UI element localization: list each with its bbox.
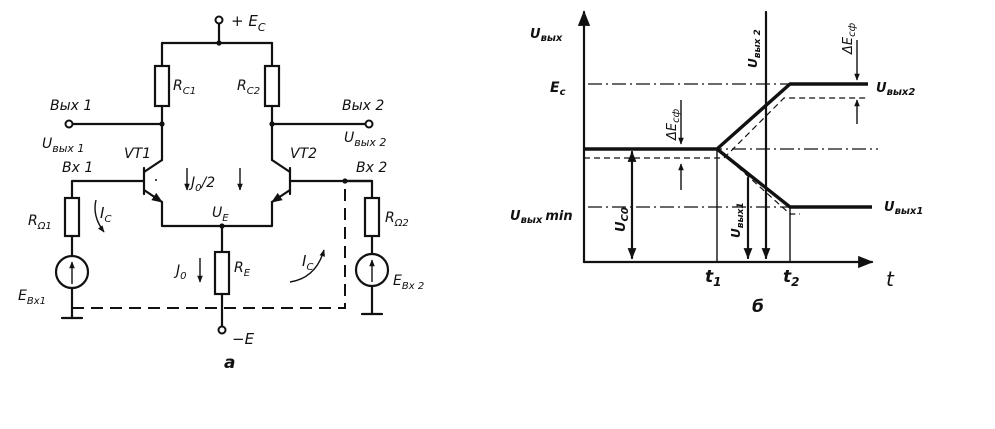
input1-wire <box>70 179 100 200</box>
uc0-label: UC0 <box>614 207 631 232</box>
resistor-re <box>213 250 231 296</box>
output2-terminal <box>364 119 374 129</box>
uout2-marker-label: Uвых 2 <box>746 29 763 68</box>
supply-positive-terminal <box>214 15 224 25</box>
resistor-re-label: RE <box>234 260 251 279</box>
uout1-curve-label: Uвых1 <box>884 200 923 217</box>
supply-positive-label: + EC <box>231 12 266 34</box>
uout1-marker-label: Uвых1 <box>729 202 746 238</box>
emitter-voltage-label: UE <box>212 205 229 224</box>
common-mode-path <box>72 181 346 309</box>
half-current-label: J0/2 <box>188 175 215 194</box>
uout1-curve <box>715 147 872 209</box>
vt2-collector <box>270 158 292 174</box>
circuit-caption: а <box>224 353 235 373</box>
resistor-rc2 <box>263 64 281 108</box>
t1-label: t1 <box>705 267 722 289</box>
vt1-collector <box>142 158 164 174</box>
ic-left-label: IC <box>100 204 111 225</box>
source-ein1-label: EBx1 <box>18 288 46 307</box>
uout2-curve-label: Uвых2 <box>876 81 915 98</box>
delta-ecf-right-label: ΔEсф <box>841 22 858 55</box>
emitter-bus <box>160 200 274 228</box>
output2-voltage-label: Uвых 2 <box>344 130 386 149</box>
source-ein2-label: EBx 2 <box>393 273 424 292</box>
output1-label: Вых 1 <box>50 98 92 114</box>
output1-terminal <box>64 119 74 129</box>
resistor-rg2 <box>363 196 381 238</box>
circuit-diagram: + EC RC1 RC2 Вых 1 Uвых 1 Вых 2 Uвых 2 V… <box>18 12 424 373</box>
ic-left-arrow <box>94 199 105 233</box>
input2-label: Вх 2 <box>356 160 387 176</box>
output2-label: Вых 2 <box>342 98 384 114</box>
tail-current-label: J0 <box>173 263 187 282</box>
y-axis-label: Uвых <box>530 27 563 44</box>
resistor-rg1 <box>63 196 81 238</box>
input1-label: Вх 1 <box>62 160 93 176</box>
resistor-rg1-label: RΩ1 <box>28 213 52 232</box>
input2-wire <box>343 179 374 200</box>
resistor-rc1-label: RC1 <box>173 78 196 97</box>
ec-label: Ec <box>550 80 566 98</box>
vt1-label: VT1 <box>124 146 151 162</box>
vt2-emitter <box>270 188 292 204</box>
ic-right-arrow <box>289 249 325 283</box>
resistor-rc2-label: RC2 <box>237 78 260 97</box>
vt1-anchor <box>155 179 157 181</box>
graph-caption: б <box>752 297 764 317</box>
uout2-shifted-curve <box>584 97 868 159</box>
x-axis-label: t <box>886 267 895 291</box>
t2-label: t2 <box>783 267 800 289</box>
ic-right-label: IC <box>302 252 313 273</box>
resistor-rc1 <box>153 64 171 108</box>
supply-negative-label: −E <box>232 330 255 348</box>
delta-ecf-left-label: ΔEсф <box>665 108 682 141</box>
uout2-curve <box>584 82 868 151</box>
vt1-emitter <box>142 188 164 204</box>
vt2-label: VT2 <box>290 146 317 162</box>
output1-voltage-label: Uвых 1 <box>42 136 84 155</box>
resistor-rg2-label: RΩ2 <box>385 210 409 229</box>
supply-negative-terminal <box>217 325 227 335</box>
